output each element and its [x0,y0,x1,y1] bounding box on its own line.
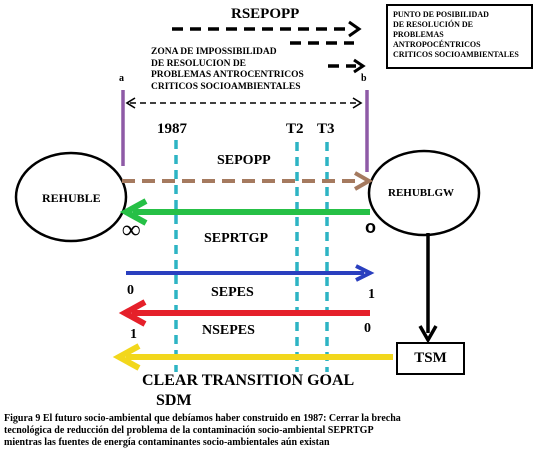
zero-symbol: o [365,217,376,237]
sepes-right-value: 1 [368,287,375,302]
clear-transition-arrow [112,343,393,371]
possibility-box-line: ANTROPOCÉNTRICOS [393,40,481,49]
t3-label: T3 [317,121,335,137]
nsepes-right-value: 0 [364,321,371,336]
clear-transition-goal-label: CLEAR TRANSITION GOAL [142,372,355,389]
zone-label-line: ZONA DE IMPOSSIBILIDAD [151,47,277,57]
possibility-box-line: DE RESOLUCIÓN DE [393,20,474,29]
sdm-label: SDM [156,392,192,409]
rehublgw-circle [367,149,481,237]
caption-line: Figura 9 El futuro socio-ambiental que d… [4,413,401,424]
point-b-label: b [361,73,367,84]
year-1987-label: 1987 [157,121,187,137]
seprtgp-label: SEPRTGP [204,231,269,246]
zone-span-arrow [125,97,363,109]
zone-label-line: CRITICOS SOCIOAMBIENTALES [151,81,301,92]
possibility-box-line: PROBLEMAS [393,30,444,39]
nsepes-arrow [118,299,370,327]
zone-label-line: PROBLEMAS ANTROCENTRICOS [151,70,304,80]
sepes-left-value: 0 [127,283,134,298]
rsepopp-arrows [172,20,366,74]
t2-label: T2 [286,121,304,137]
point-a-label: a [119,73,124,84]
nsepes-left-value: 1 [130,327,137,342]
sepes-arrow [126,264,375,282]
caption-line: mientras las fuentes de energía contamin… [4,437,330,448]
zone-label: ZONA DE IMPOSSIBILIDAD DE RESOLUCION DE … [151,47,304,93]
nsepes-label: NSEPES [202,323,255,338]
rehublgw-to-tsm-arrow [418,233,438,344]
seprtgp-arrow [119,198,370,226]
rehublgw-label: REHUBLGW [388,187,455,199]
possibility-box-line: CRITICOS SOCIOAMBIENTALES [393,50,519,59]
infinity-symbol: ∞ [122,215,141,244]
caption-line: tecnológica de reducción del problema de… [4,425,374,436]
zone-label-line: DE RESOLUCION DE [151,58,247,69]
possibility-box-line: PUNTO DE POSIBILIDAD [393,10,489,19]
tsm-label: TSM [414,350,447,366]
sepopp-arrow [122,171,374,191]
possibility-point-box: PUNTO DE POSIBILIDAD DE RESOLUCIÓN DE PR… [386,4,533,69]
rsepopp-arrowhead-3 [353,58,366,74]
tsm-box: TSM [396,342,465,375]
figure-caption: Figura 9 El futuro socio-ambiental que d… [4,413,534,449]
rehuble-circle [14,151,128,243]
rsepopp-arrowhead-1 [348,20,362,38]
sepopp-label: SEPOPP [217,153,271,168]
sepes-label: SEPES [211,285,254,300]
rsepopp-label: RSEPOPP [231,6,300,22]
rehuble-label: REHUBLE [42,191,101,205]
